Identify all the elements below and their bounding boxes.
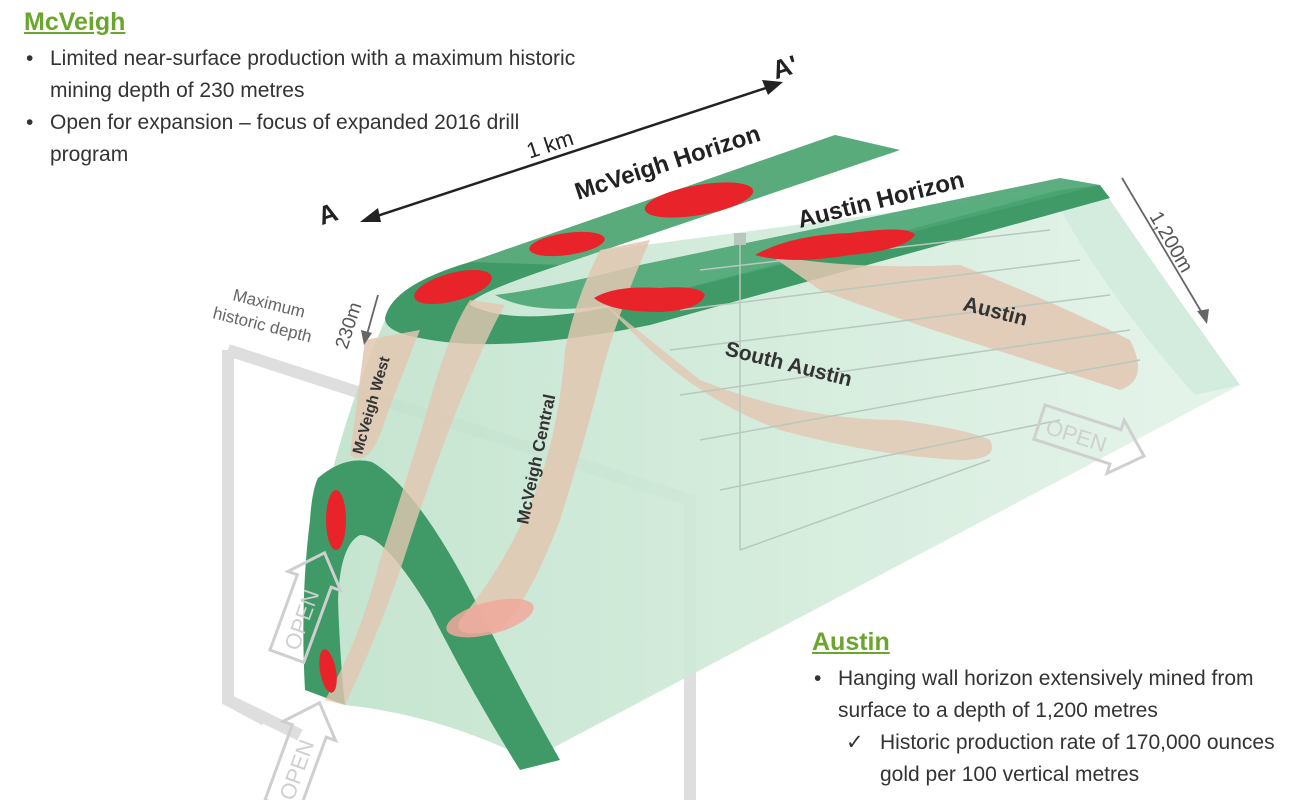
mcveigh-bullet-text: Open for expansion – focus of expanded 2… xyxy=(50,111,519,166)
open-label-left-lower: OPEN xyxy=(274,736,319,800)
mined-lens-6 xyxy=(326,490,346,550)
section-arrowhead-a xyxy=(360,208,381,222)
austin-check-text: Historic production rate of 170,000 ounc… xyxy=(880,731,1275,786)
austin-bullets: •Hanging wall horizon extensively mined … xyxy=(812,663,1292,727)
mcveigh-bullet-text: Limited near-surface production with a m… xyxy=(50,47,575,102)
section-start-label: A xyxy=(314,197,341,231)
austin-heading: Austin xyxy=(812,628,1292,657)
depth-arrowhead-1200 xyxy=(1197,309,1209,324)
austin-bullet-text: Hanging wall horizon extensively mined f… xyxy=(838,667,1254,722)
mcveigh-info: McVeigh •Limited near-surface production… xyxy=(24,8,584,171)
depth-label-230: 230m xyxy=(332,300,367,352)
mcveigh-heading: McVeigh xyxy=(24,8,584,37)
open-arrow-left-lower: OPEN xyxy=(256,693,346,800)
section-end-label: A' xyxy=(768,49,801,85)
austin-check-item: ✓ Historic production rate of 170,000 oun… xyxy=(846,727,1292,791)
mcveigh-bullets: •Limited near-surface production with a … xyxy=(24,43,584,171)
headframe-marker xyxy=(734,233,746,245)
depth-arrow-230 xyxy=(366,295,378,338)
mcveigh-bullet: •Limited near-surface production with a … xyxy=(24,43,584,107)
checkmark-icon: ✓ xyxy=(846,727,864,759)
austin-info: Austin •Hanging wall horizon extensively… xyxy=(812,628,1292,791)
austin-checks: ✓ Historic production rate of 170,000 oun… xyxy=(846,727,1292,791)
mcveigh-bullet: •Open for expansion – focus of expanded … xyxy=(24,107,584,171)
austin-bullet: •Hanging wall horizon extensively mined … xyxy=(812,663,1292,727)
